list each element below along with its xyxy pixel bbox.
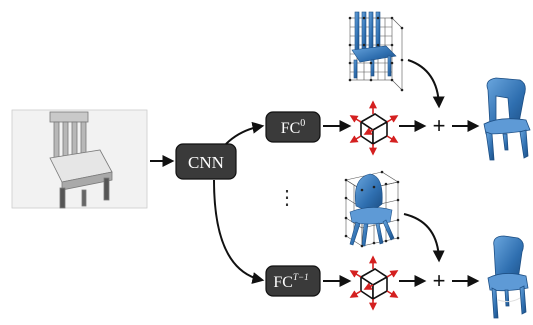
fct-label: FCT−1: [273, 272, 308, 291]
ellipsis: ⋮: [277, 187, 297, 209]
output-shape-top: [483, 77, 531, 161]
input-chair: [49, 111, 113, 209]
fc0-box: FC0: [265, 111, 321, 143]
deformation-icon-bottom: [349, 255, 399, 311]
deformation-icon-top: [349, 100, 399, 156]
template-shape-top: [348, 11, 404, 92]
arrow-template-to-plus-bottom: [403, 213, 445, 263]
plus-bottom: +: [433, 268, 446, 293]
cnn-box: CNN: [175, 143, 237, 180]
template-shape-bottom: [344, 170, 400, 248]
arrow-template-to-plus-top: [407, 59, 445, 109]
fct-box: FCT−1: [265, 265, 321, 297]
input-image: [11, 109, 148, 209]
arrow-cnn-to-fc0: [225, 121, 265, 145]
output-shape-bottom: [487, 235, 529, 319]
plus-top: +: [433, 113, 446, 138]
cnn-label: CNN: [188, 153, 224, 172]
fc0-label: FC0: [281, 118, 306, 137]
arrow-cnn-to-fct: [213, 179, 265, 284]
